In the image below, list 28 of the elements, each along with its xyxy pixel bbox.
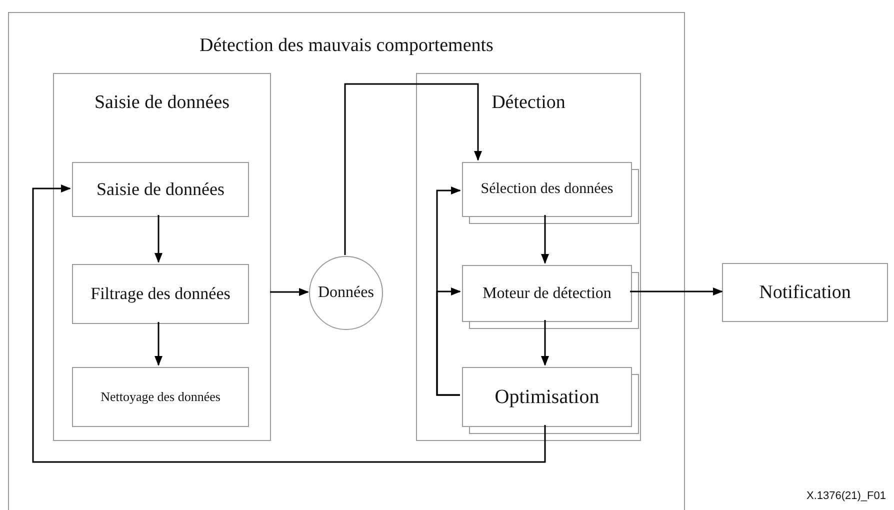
figure-id: X.1376(21)_F01 [806,490,886,502]
process-box [72,367,249,427]
group-title: Détection [490,92,566,114]
node-label: Moteur de détection [482,284,612,302]
arrow [541,215,549,264]
node-label: Optimisation [494,386,600,408]
group-frame [8,12,685,510]
arrow [630,288,723,296]
node-label: Filtrage des données [90,284,230,304]
process-box [72,264,249,324]
group-frame [416,73,641,441]
node-label: Nettoyage des données [100,389,220,405]
arrow [32,184,546,463]
arrow [270,288,309,296]
node-label: Sélection des données [480,181,614,198]
node-label: Saisie de données [96,179,224,200]
arrow [436,288,461,396]
process-box [722,263,888,322]
arrow [344,83,482,255]
process-box [72,162,249,217]
group-title: Saisie de données [93,92,231,114]
arrow [541,320,549,366]
node-label: Données [318,284,374,302]
node-label: Notification [759,282,851,304]
arrow [154,322,162,366]
group-frame [53,73,271,441]
arrow [154,215,162,263]
group-title: Détection des mauvais comportements [198,35,494,57]
